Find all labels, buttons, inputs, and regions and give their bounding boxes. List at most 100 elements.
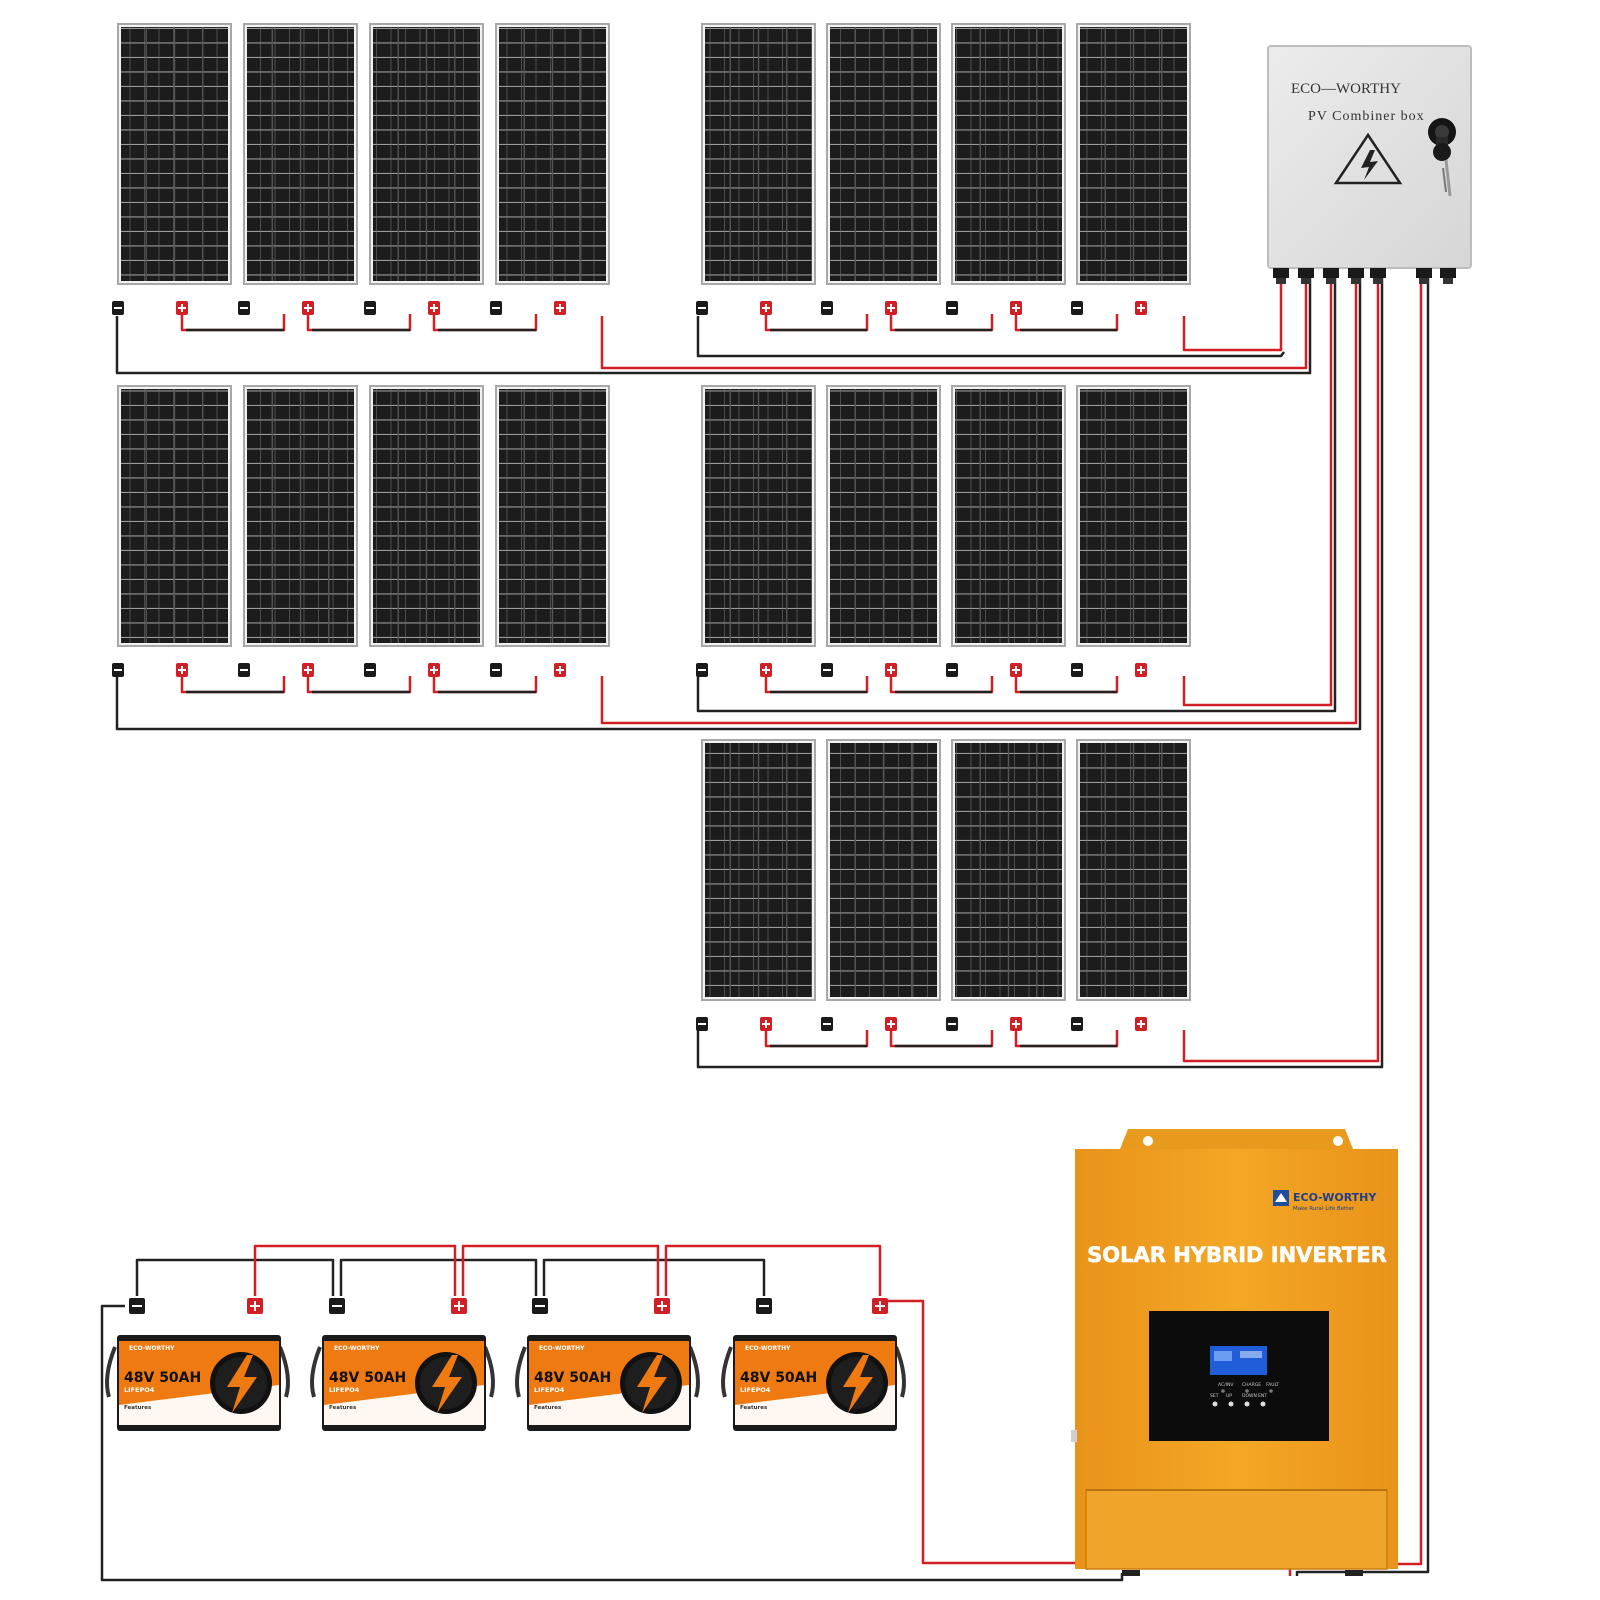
positive-terminal-icon <box>872 1298 888 1314</box>
positive-connector-icon <box>1135 1017 1147 1031</box>
solar-panel <box>495 385 610 647</box>
positive-connector-icon <box>760 1017 772 1031</box>
solar-panel-array <box>117 23 1191 1001</box>
solar-panel <box>243 23 358 285</box>
button-label: UP <box>1226 1393 1232 1399</box>
battery-features-heading: Features <box>740 1405 768 1411</box>
button-label: SET <box>1210 1393 1219 1399</box>
lightning-icon <box>620 1352 682 1414</box>
battery-rating: 48V 50AH <box>534 1370 611 1386</box>
solar-panel <box>826 385 941 647</box>
status-label: AC/INV <box>1218 1382 1234 1388</box>
positive-connector-icon <box>302 663 314 677</box>
lightning-icon <box>826 1352 888 1414</box>
solar-panel <box>1076 23 1191 285</box>
inverter-button <box>1244 1401 1250 1407</box>
string-wire-positive <box>1182 278 1333 707</box>
jumper-wire-positive <box>180 314 286 332</box>
status-label: FAULT <box>1266 1382 1279 1388</box>
jumper-wire-positive <box>1014 676 1119 694</box>
positive-connector-icon <box>1010 1017 1022 1031</box>
inverter-tagline: Make Rural Life Better <box>1293 1206 1355 1212</box>
solar-panel <box>701 385 816 647</box>
string-wire-negative <box>696 278 1337 713</box>
inverter-button <box>1212 1401 1218 1407</box>
combiner-brand: ECO—WORTHY <box>1291 81 1401 97</box>
battery-handle <box>310 1346 322 1398</box>
positive-connector-icon <box>302 301 314 315</box>
positive-terminal-icon <box>654 1298 670 1314</box>
positive-connector-icon <box>1010 663 1022 677</box>
negative-connector-icon <box>1071 1017 1083 1031</box>
status-led <box>1221 1389 1225 1393</box>
combiner-label: PV Combiner box <box>1308 109 1425 124</box>
positive-connector-icon <box>1135 663 1147 677</box>
jumper-wire-positive <box>889 314 994 332</box>
button-label: ENT <box>1258 1393 1267 1399</box>
cable-gland <box>1370 268 1386 284</box>
battery-link-positive <box>461 1244 660 1296</box>
positive-connector-icon <box>760 663 772 677</box>
battery-features-heading: Features <box>534 1405 562 1411</box>
positive-connector-icon <box>885 1017 897 1031</box>
jumper-wire-positive <box>432 676 538 694</box>
pv-combiner-box: ECO—WORTHY PV Combiner box <box>1267 45 1472 284</box>
jumper-wire-positive <box>180 676 286 694</box>
inverter-display-panel <box>1149 1311 1329 1441</box>
positive-connector-icon <box>554 663 566 677</box>
string-wire-positive <box>1182 278 1283 352</box>
battery-to-inverter-negative <box>100 1304 1124 1582</box>
battery-rating: 48V 50AH <box>740 1370 817 1386</box>
inverter-button <box>1228 1401 1234 1407</box>
battery-brand: ECO-WORTHY <box>334 1345 380 1352</box>
negative-connector-icon <box>946 1017 958 1031</box>
string-wire-negative <box>115 278 1312 375</box>
solar-panel <box>243 385 358 647</box>
battery-handle <box>721 1346 733 1398</box>
negative-connector-icon <box>112 663 124 677</box>
button-label: DOWN <box>1242 1393 1257 1399</box>
battery-chemistry: LIFEPO4 <box>124 1386 155 1394</box>
positive-connector-icon <box>176 301 188 315</box>
cable-gland <box>1416 268 1432 284</box>
inverter-button <box>1260 1401 1266 1407</box>
battery-handle <box>105 1346 117 1398</box>
solar-panel <box>369 23 484 285</box>
battery-features-heading: Features <box>329 1405 357 1411</box>
battery-brand: ECO-WORTHY <box>539 1345 585 1352</box>
string-wire-negative <box>115 278 1362 731</box>
battery-chemistry: LIFEPO4 <box>740 1386 771 1394</box>
negative-connector-icon <box>946 301 958 315</box>
positive-connector-icon <box>760 301 772 315</box>
battery-link-negative <box>339 1258 538 1296</box>
battery-link-positive <box>253 1244 457 1296</box>
positive-connector-icon <box>176 663 188 677</box>
lightning-icon <box>415 1352 477 1414</box>
negative-connector-icon <box>696 301 708 315</box>
negative-connector-icon <box>364 663 376 677</box>
positive-connector-icon <box>885 663 897 677</box>
string-wire-negative <box>696 278 1384 1069</box>
negative-connector-icon <box>112 301 124 315</box>
negative-connector-icon <box>1071 301 1083 315</box>
string-wire-negative <box>696 316 1285 358</box>
jumper-wire-positive <box>764 1030 869 1048</box>
solar-panel <box>951 23 1066 285</box>
positive-connector-icon <box>428 663 440 677</box>
eco-worthy-logo: ECO-WORTHY Make Rural Life Better <box>1273 1190 1377 1212</box>
positive-connector-icon <box>428 301 440 315</box>
battery-link-negative <box>542 1258 766 1296</box>
jumper-wire-positive <box>432 314 538 332</box>
negative-connector-icon <box>1071 663 1083 677</box>
solar-panel <box>369 385 484 647</box>
solar-panel <box>951 385 1066 647</box>
battery-handle <box>515 1346 527 1398</box>
solar-panel <box>826 23 941 285</box>
battery-brand: ECO-WORTHY <box>129 1345 175 1352</box>
cable-gland <box>1440 268 1456 284</box>
